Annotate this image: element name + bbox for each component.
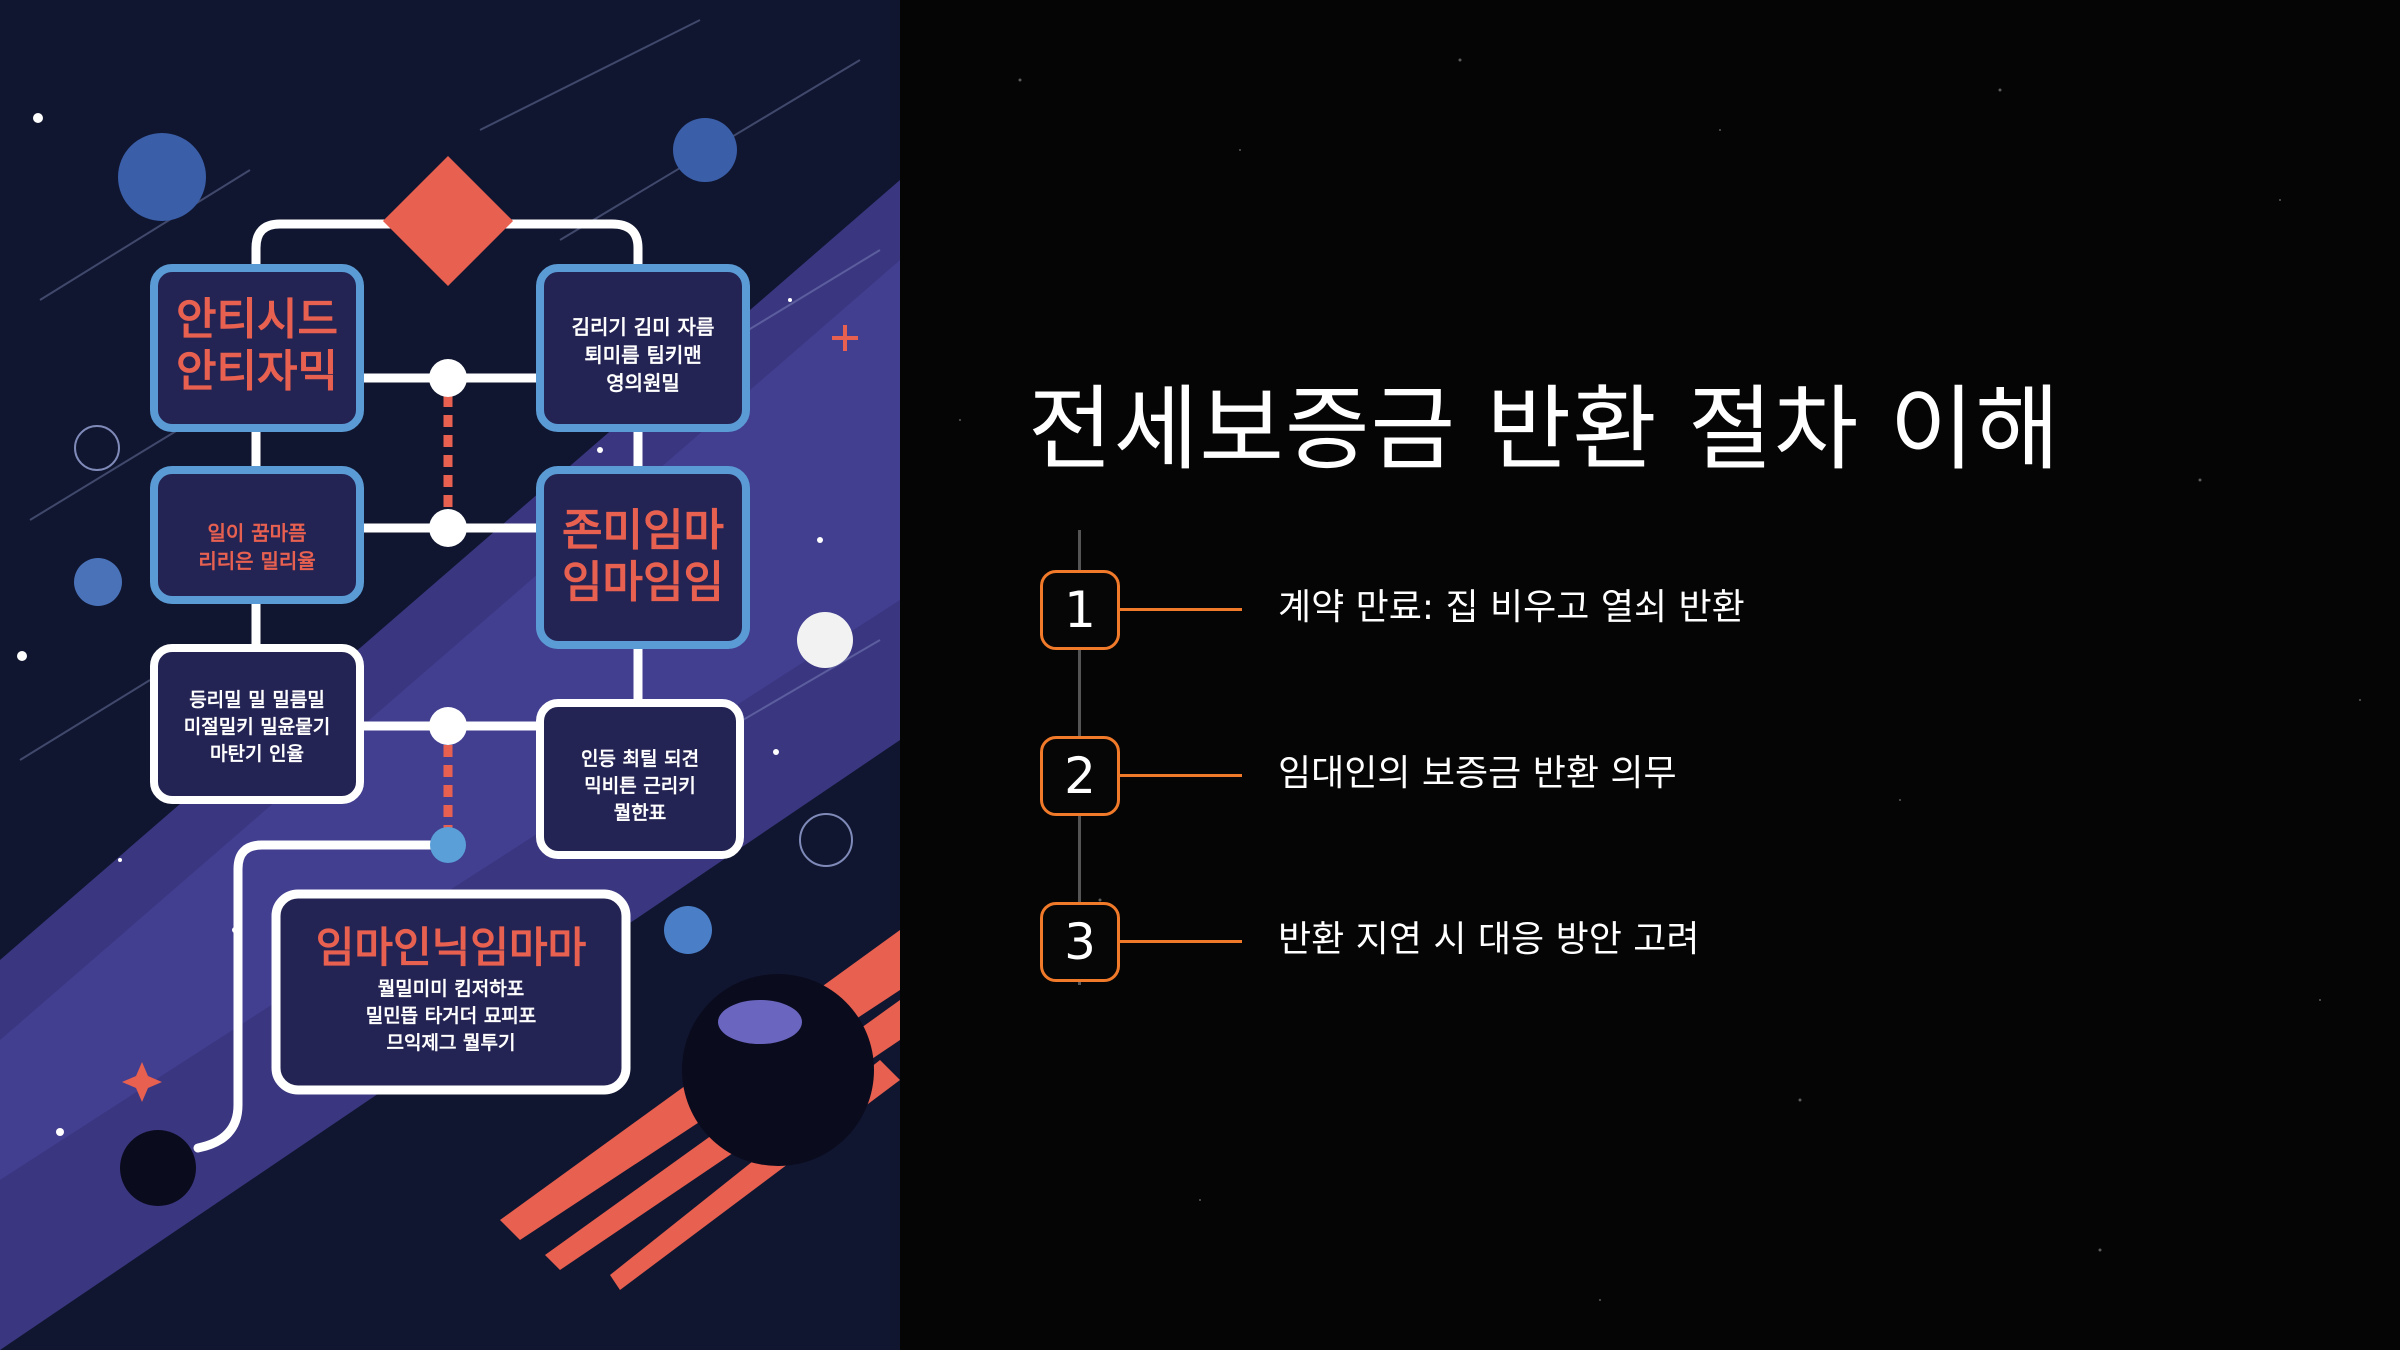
- box-5-line-1: 등리밀 밀 밀름밀: [189, 689, 325, 711]
- plus-coral: [832, 325, 858, 351]
- ring-outline: [74, 425, 120, 471]
- slide-title: 전세보증금 반환 절차 이해: [1028, 376, 2061, 483]
- starfield-background: [959, 58, 2361, 1301]
- step-3-number-badge: 3: [1040, 902, 1120, 982]
- step-2-number-badge: 2: [1040, 736, 1120, 816]
- box-2-line-2: 퇴미름 팀키맨: [584, 343, 701, 367]
- box-2-line-1: 김리기 김미 자름: [572, 315, 715, 339]
- flow-nodes: [429, 359, 467, 745]
- moon-right: [797, 612, 853, 668]
- step-3: 3 반환 지연 시 대응 방안 고려: [1040, 902, 2240, 982]
- box-5-line-3: 마탄기 인율: [210, 743, 304, 765]
- box-6-line-1: 인등 최틸 되견: [581, 748, 699, 770]
- flow-box-6: 인등 최틸 되견 믹비튼 근리키 뭘한표: [536, 699, 744, 859]
- box-3-line-2: 리리은 밀리율: [198, 549, 315, 573]
- flow-box-5: 등리밀 밀 밀름밀 미절밀키 밀윤뭍기 마탄기 인율: [150, 644, 364, 804]
- star-coral: [122, 1062, 162, 1102]
- box-7-line-1: 임마인닉임마마: [316, 923, 587, 972]
- flow-box-2: 김리기 김미 자름 퇴미름 팀키맨 영의원밀: [536, 264, 750, 432]
- step-2: 2 임대인의 보증금 반환 의무: [1040, 736, 2240, 816]
- box-6-line-2: 믹비튼 근리키: [584, 775, 696, 797]
- box-4-line-2: 임마임임: [562, 557, 724, 608]
- box-4-line-1: 존미임마: [562, 505, 724, 556]
- flow-node-blue: [430, 827, 466, 863]
- flow-box-4: 존미임마 임마임임: [536, 466, 750, 649]
- dark-planet-highlight: [718, 1000, 802, 1044]
- planet-small-right: [664, 906, 712, 954]
- start-diamond: [382, 155, 514, 287]
- ring-outline-right: [799, 813, 853, 867]
- box-1-line-1: 안티시드: [176, 294, 338, 345]
- flow-box-7: 임마인닉임마마 뭘밀미미 킴저하포 밀민뜹 타거더 묘피포 므익제그 뭘투기: [271, 889, 631, 1095]
- box-7-line-2: 뭘밀미미 킴저하포: [378, 978, 524, 1000]
- box-5-line-2: 미절밀키 밀윤뭍기: [184, 716, 330, 738]
- box-6-line-3: 뭘한표: [614, 802, 666, 824]
- planet-top-right: [673, 118, 737, 182]
- step-1: 1 계약 만료: 집 비우고 열쇠 반환: [1040, 570, 2240, 650]
- step-3-text: 반환 지연 시 대응 방안 고려: [1278, 919, 1700, 960]
- planet-top-left: [118, 133, 206, 221]
- box-7-line-3: 밀민뜹 타거더 묘피포: [366, 1005, 537, 1027]
- step-1-connector: [1120, 608, 1242, 611]
- step-2-text: 임대인의 보증금 반환 의무: [1278, 753, 1677, 794]
- box-1-line-2: 안티자믹: [176, 346, 338, 397]
- slide-content-panel: 전세보증금 반환 절차 이해 1 계약 만료: 집 비우고 열쇠 반환 2 임대…: [900, 0, 2400, 1350]
- step-1-text: 계약 만료: 집 비우고 열쇠 반환: [1278, 587, 1745, 628]
- step-2-connector: [1120, 774, 1242, 777]
- planet-small-left: [74, 558, 122, 606]
- step-1-number-badge: 1: [1040, 570, 1120, 650]
- flow-box-3: 일이 꿈마픔 리리은 밀리율: [150, 466, 364, 604]
- box-3-line-1: 일이 꿈마픔: [208, 521, 307, 545]
- box-7-line-4: 므익제그 뭘투기: [387, 1032, 516, 1054]
- flow-box-1: 안티시드 안티자믹: [150, 264, 364, 432]
- dark-planet-small: [120, 1130, 196, 1206]
- step-3-connector: [1120, 940, 1242, 943]
- box-2-line-3: 영의원밀: [606, 371, 680, 395]
- flowchart-illustration: 안티시드 안티자믹 김리기 김미 자름 퇴미름 팀키맨 영의원밀 일이 꿈마픔 …: [0, 0, 900, 1350]
